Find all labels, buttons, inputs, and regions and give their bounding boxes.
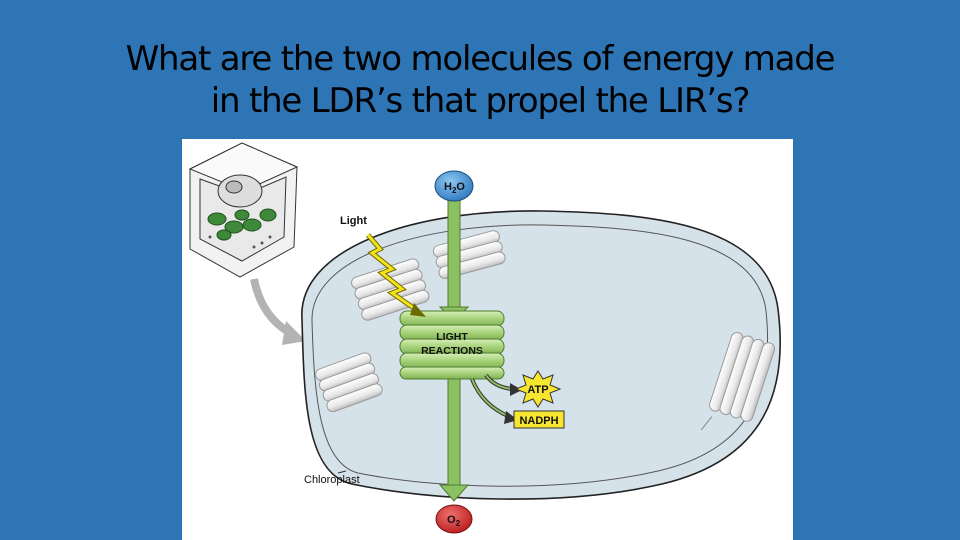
- water-h: H: [444, 181, 452, 193]
- title-line-1: What are the two molecules of energy mad…: [40, 38, 920, 80]
- slide-title: What are the two molecules of energy mad…: [40, 38, 920, 122]
- title-line-2: in the LDR’s that propel the LIR’s?: [40, 80, 920, 122]
- light-label: Light: [340, 215, 367, 227]
- chloroplast-label: Chloroplast: [304, 474, 360, 486]
- zoom-arrow-icon: [254, 279, 306, 345]
- atp-label: ATP: [527, 384, 548, 396]
- oxygen-subscript: 2: [456, 519, 461, 528]
- light-reactions-stack: LIGHT REACTIONS: [400, 311, 504, 379]
- light-reactions-label-1: LIGHT: [436, 331, 468, 343]
- diagram-canvas: LIGHT REACTIONS Light H2O O2: [182, 139, 793, 540]
- plant-cell-icon: [190, 143, 297, 277]
- water-o: O: [456, 181, 465, 193]
- chloroplast-diagram: LIGHT REACTIONS Light H2O O2: [182, 139, 793, 540]
- oxygen-node: O2: [436, 505, 472, 533]
- nadph-box: NADPH: [514, 411, 564, 428]
- nadph-label: NADPH: [519, 415, 558, 427]
- light-reactions-label-2: REACTIONS: [421, 345, 483, 357]
- water-node: H2O: [435, 171, 473, 201]
